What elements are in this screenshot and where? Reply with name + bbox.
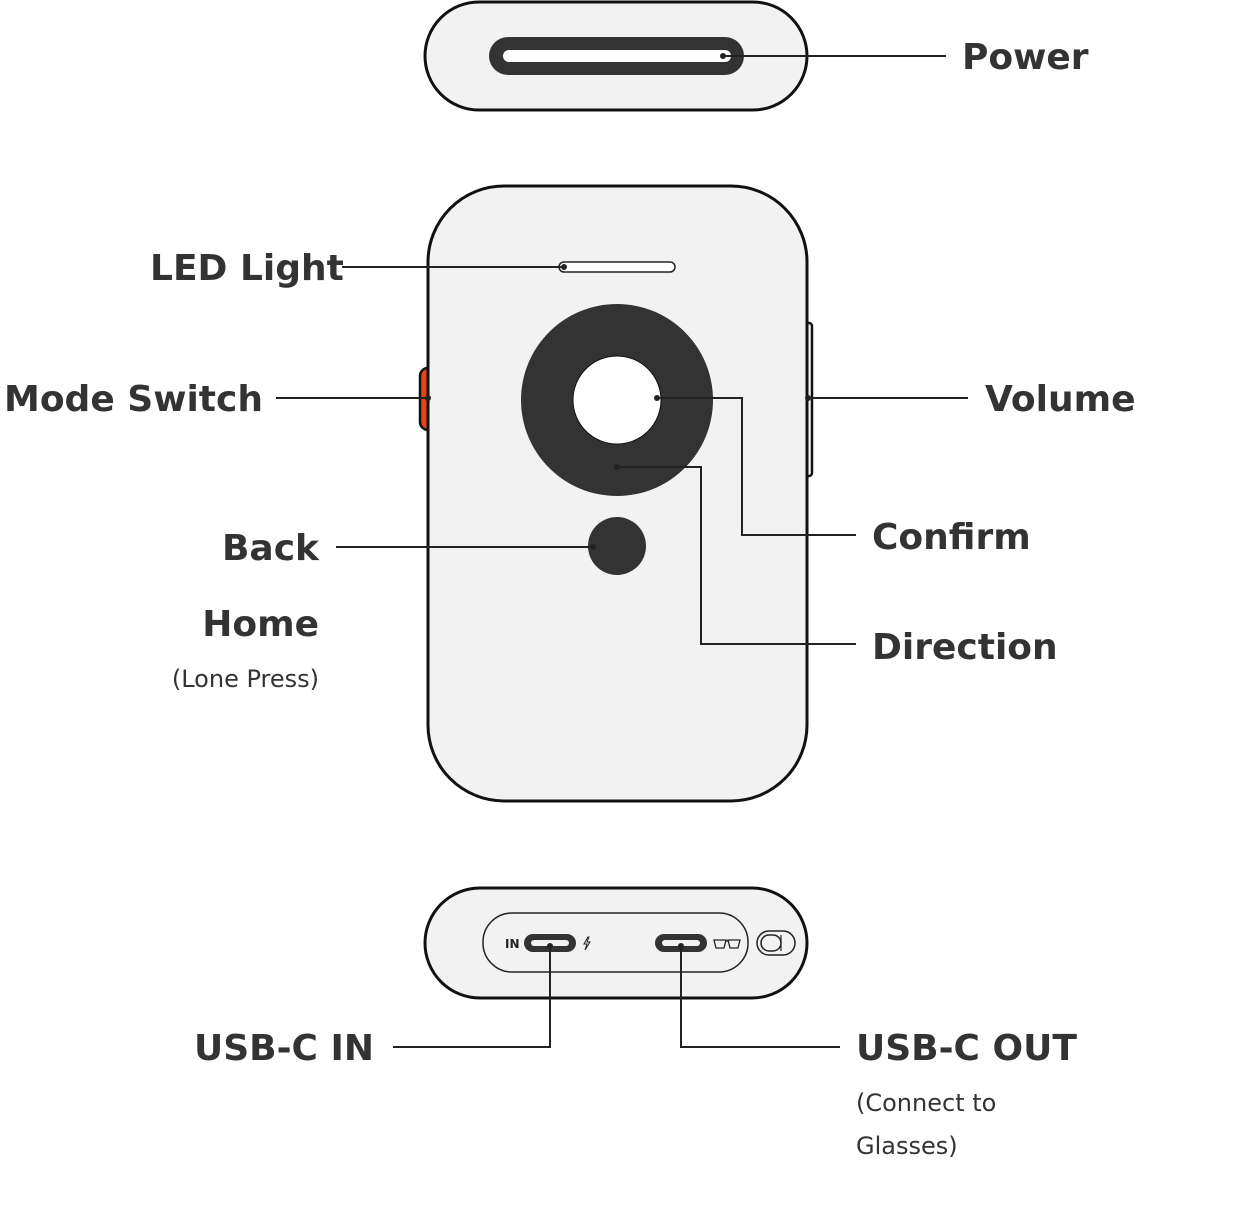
bottom-view: IN [423, 886, 809, 1000]
led-light [558, 261, 676, 273]
in-mark: IN [505, 937, 520, 951]
back-label: Back [222, 528, 320, 569]
volume-label: Volume [985, 379, 1136, 420]
glasses-icon [713, 939, 741, 949]
lightning-icon [583, 936, 591, 951]
confirm-label: Confirm [872, 517, 1031, 558]
power-label: Power [962, 37, 1089, 78]
direction-leader [617, 466, 856, 645]
home-label: Home [202, 604, 319, 645]
usb-out-sub-label-2: Glasses) [856, 1132, 958, 1160]
confirm-button[interactable] [572, 355, 662, 445]
port-panel [482, 912, 749, 973]
usb-out-leader [680, 946, 840, 1048]
usb-in-label: USB-C IN [194, 1028, 374, 1069]
usb-out-label: USB-C OUT [856, 1028, 1077, 1069]
usb-in-leader [393, 946, 551, 1048]
led-light-label: LED Light [150, 248, 344, 289]
front-view [418, 184, 814, 803]
power-button-slot [503, 50, 731, 62]
usb-out-sub-label-1: (Connect to [856, 1089, 996, 1117]
toggle-switch-icon [756, 930, 796, 956]
back-button[interactable] [588, 517, 646, 575]
top-view [423, 0, 946, 112]
mode-switch-label: Mode Switch [4, 379, 263, 420]
direction-label: Direction [872, 627, 1058, 668]
home-sub-label: (Lone Press) [172, 665, 319, 693]
confirm-leader [657, 397, 856, 536]
